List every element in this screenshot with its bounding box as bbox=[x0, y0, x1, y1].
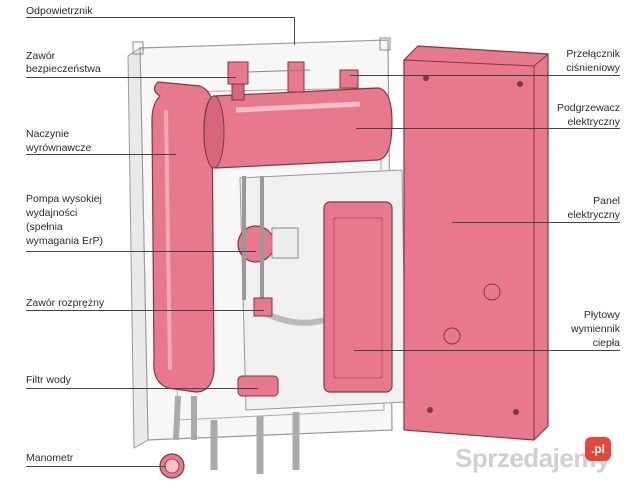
label-pompa-1: Pompa wysokiej bbox=[26, 193, 102, 205]
watermark-badge: .pl bbox=[585, 437, 611, 461]
label-zawor-bezp-1: Zawór bbox=[26, 50, 56, 62]
leader-filtr bbox=[26, 388, 258, 389]
label-zawor-bezp-2: bezpieczeństwa bbox=[26, 63, 101, 75]
label-podgrzewacz-1: Podgrzewacz bbox=[556, 102, 620, 114]
label-przelacznik-1: Przełącznik bbox=[566, 48, 620, 60]
electrical-panel bbox=[403, 45, 549, 441]
label-panel-2: elektryczny bbox=[567, 209, 620, 221]
water-filter bbox=[237, 375, 279, 397]
label-zawor-rozprezny: Zawór rozprężny bbox=[26, 297, 105, 309]
label-naczynie-2: wyrównawcze bbox=[26, 142, 92, 154]
leader-naczynie bbox=[26, 154, 176, 155]
label-naczynie-1: Naczynie bbox=[26, 128, 70, 140]
label-pompa-2: wydajności bbox=[26, 207, 78, 219]
plate-heat-exchanger bbox=[323, 201, 393, 393]
label-pompa-3: (spełnia bbox=[26, 221, 63, 233]
pressure-switch bbox=[339, 69, 359, 89]
label-wymiennik-2: wymiennik bbox=[570, 323, 620, 335]
leader-pompa bbox=[26, 251, 256, 252]
leader-odpowietrznik bbox=[26, 17, 294, 18]
leader-zawor-rozprezny bbox=[26, 310, 264, 311]
label-wymiennik-1: Płytowy bbox=[583, 309, 620, 321]
leader-manometr bbox=[26, 466, 166, 467]
safety-valve bbox=[227, 61, 249, 85]
label-manometr: Manometr bbox=[26, 452, 74, 464]
label-wymiennik-3: ciepła bbox=[592, 337, 620, 349]
watermark-text: Sprzedajemy bbox=[455, 443, 610, 473]
leader-zawor-bezp bbox=[26, 77, 236, 78]
leader-podgrzewacz bbox=[356, 128, 620, 129]
leader-przelacznik bbox=[350, 75, 620, 76]
label-przelacznik-2: ciśnieniowy bbox=[566, 62, 620, 74]
label-panel-1: Panel bbox=[593, 195, 620, 207]
air-vent bbox=[287, 61, 305, 93]
label-podgrzewacz-2: elektryczny bbox=[567, 116, 620, 128]
expansion-valve bbox=[253, 297, 273, 317]
label-filtr-wody: Filtr wody bbox=[26, 374, 71, 386]
label-pompa-4: wymagania ErP) bbox=[26, 235, 104, 247]
label-odpowietrznik: Odpowietrznik bbox=[26, 5, 93, 17]
leader-panel bbox=[452, 222, 620, 223]
leader-wymiennik bbox=[354, 350, 620, 351]
